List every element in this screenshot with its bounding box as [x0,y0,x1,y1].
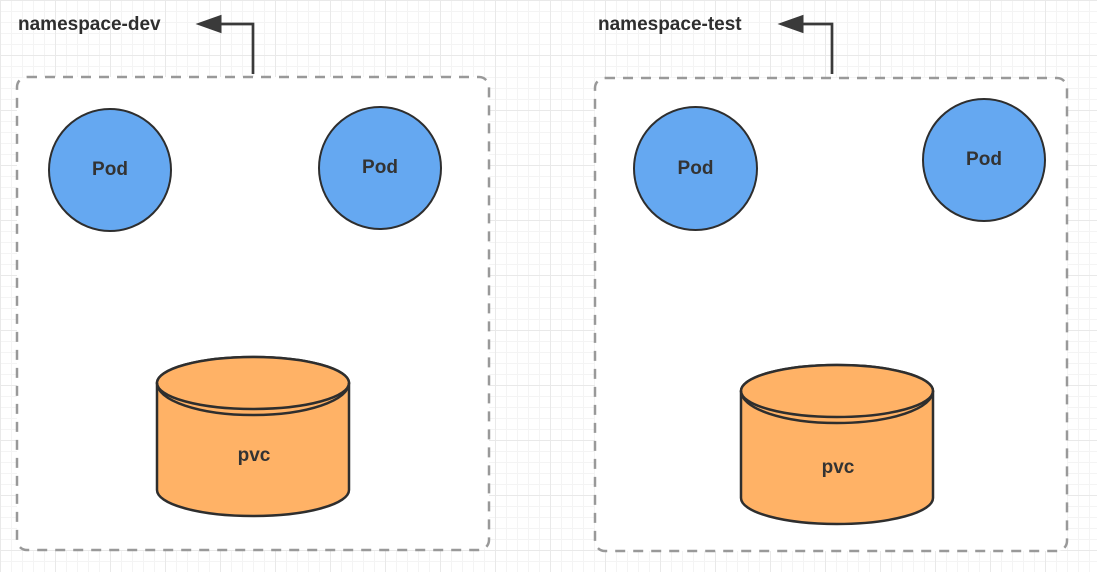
pod-label: Pod [966,149,1002,170]
arrow-line [802,22,834,74]
arrow-head-icon [777,14,804,34]
pod-circle: Pod [633,106,758,231]
arrow-head-icon [195,14,222,34]
namespace-test-label: namespace-test [598,14,742,35]
pvc-label: pvc [237,445,271,466]
cylinder-inner-arc [739,390,935,425]
pvc-cylinder: pvc [154,353,354,521]
pvc-label: pvc [821,457,855,478]
pod-label: Pod [677,157,714,179]
cylinder-inner-arc [155,382,351,417]
cylinder-shape [739,363,935,526]
pod-circle: Pod [922,98,1046,222]
cylinder-top [155,355,351,411]
pod-circle: Pod [48,108,172,232]
pvc-cylinder: pvc [738,361,938,529]
cylinder-shape [155,355,351,518]
namespace-dev-label: namespace-dev [18,14,161,35]
namespace-dev-arrow [195,14,255,74]
pod-label: Pod [92,159,128,180]
pod-circle: Pod [318,106,442,230]
namespace-test-arrow [777,14,834,74]
pod-label: Pod [362,157,398,178]
arrow-line [220,22,255,74]
cylinder-top [739,363,935,419]
